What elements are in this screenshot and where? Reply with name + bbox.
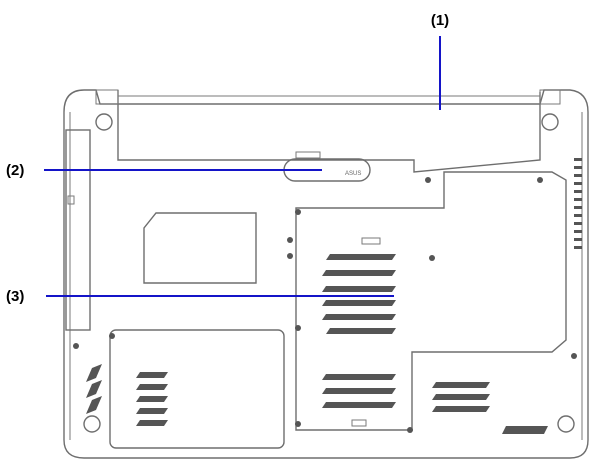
battery-pack [95,89,561,173]
memory-hdd-compartment-cover [295,171,567,431]
callout-label-1: (1) [431,12,449,29]
optical-drive-bay [65,129,91,331]
latch-marking: ASUS [345,171,361,177]
battery-lock-latch: ASUS [283,151,371,182]
callout-lines [44,36,441,297]
lower-left-compartment [86,329,285,449]
callout-label-3: (3) [6,288,24,305]
sim-cover [143,212,257,284]
rubber-feet [83,113,575,433]
main-vent-grille [322,254,396,408]
callout-label-2: (2) [6,162,24,179]
screws [73,177,577,433]
lower-right-vent [432,382,548,434]
side-vent-ribs [574,158,582,249]
